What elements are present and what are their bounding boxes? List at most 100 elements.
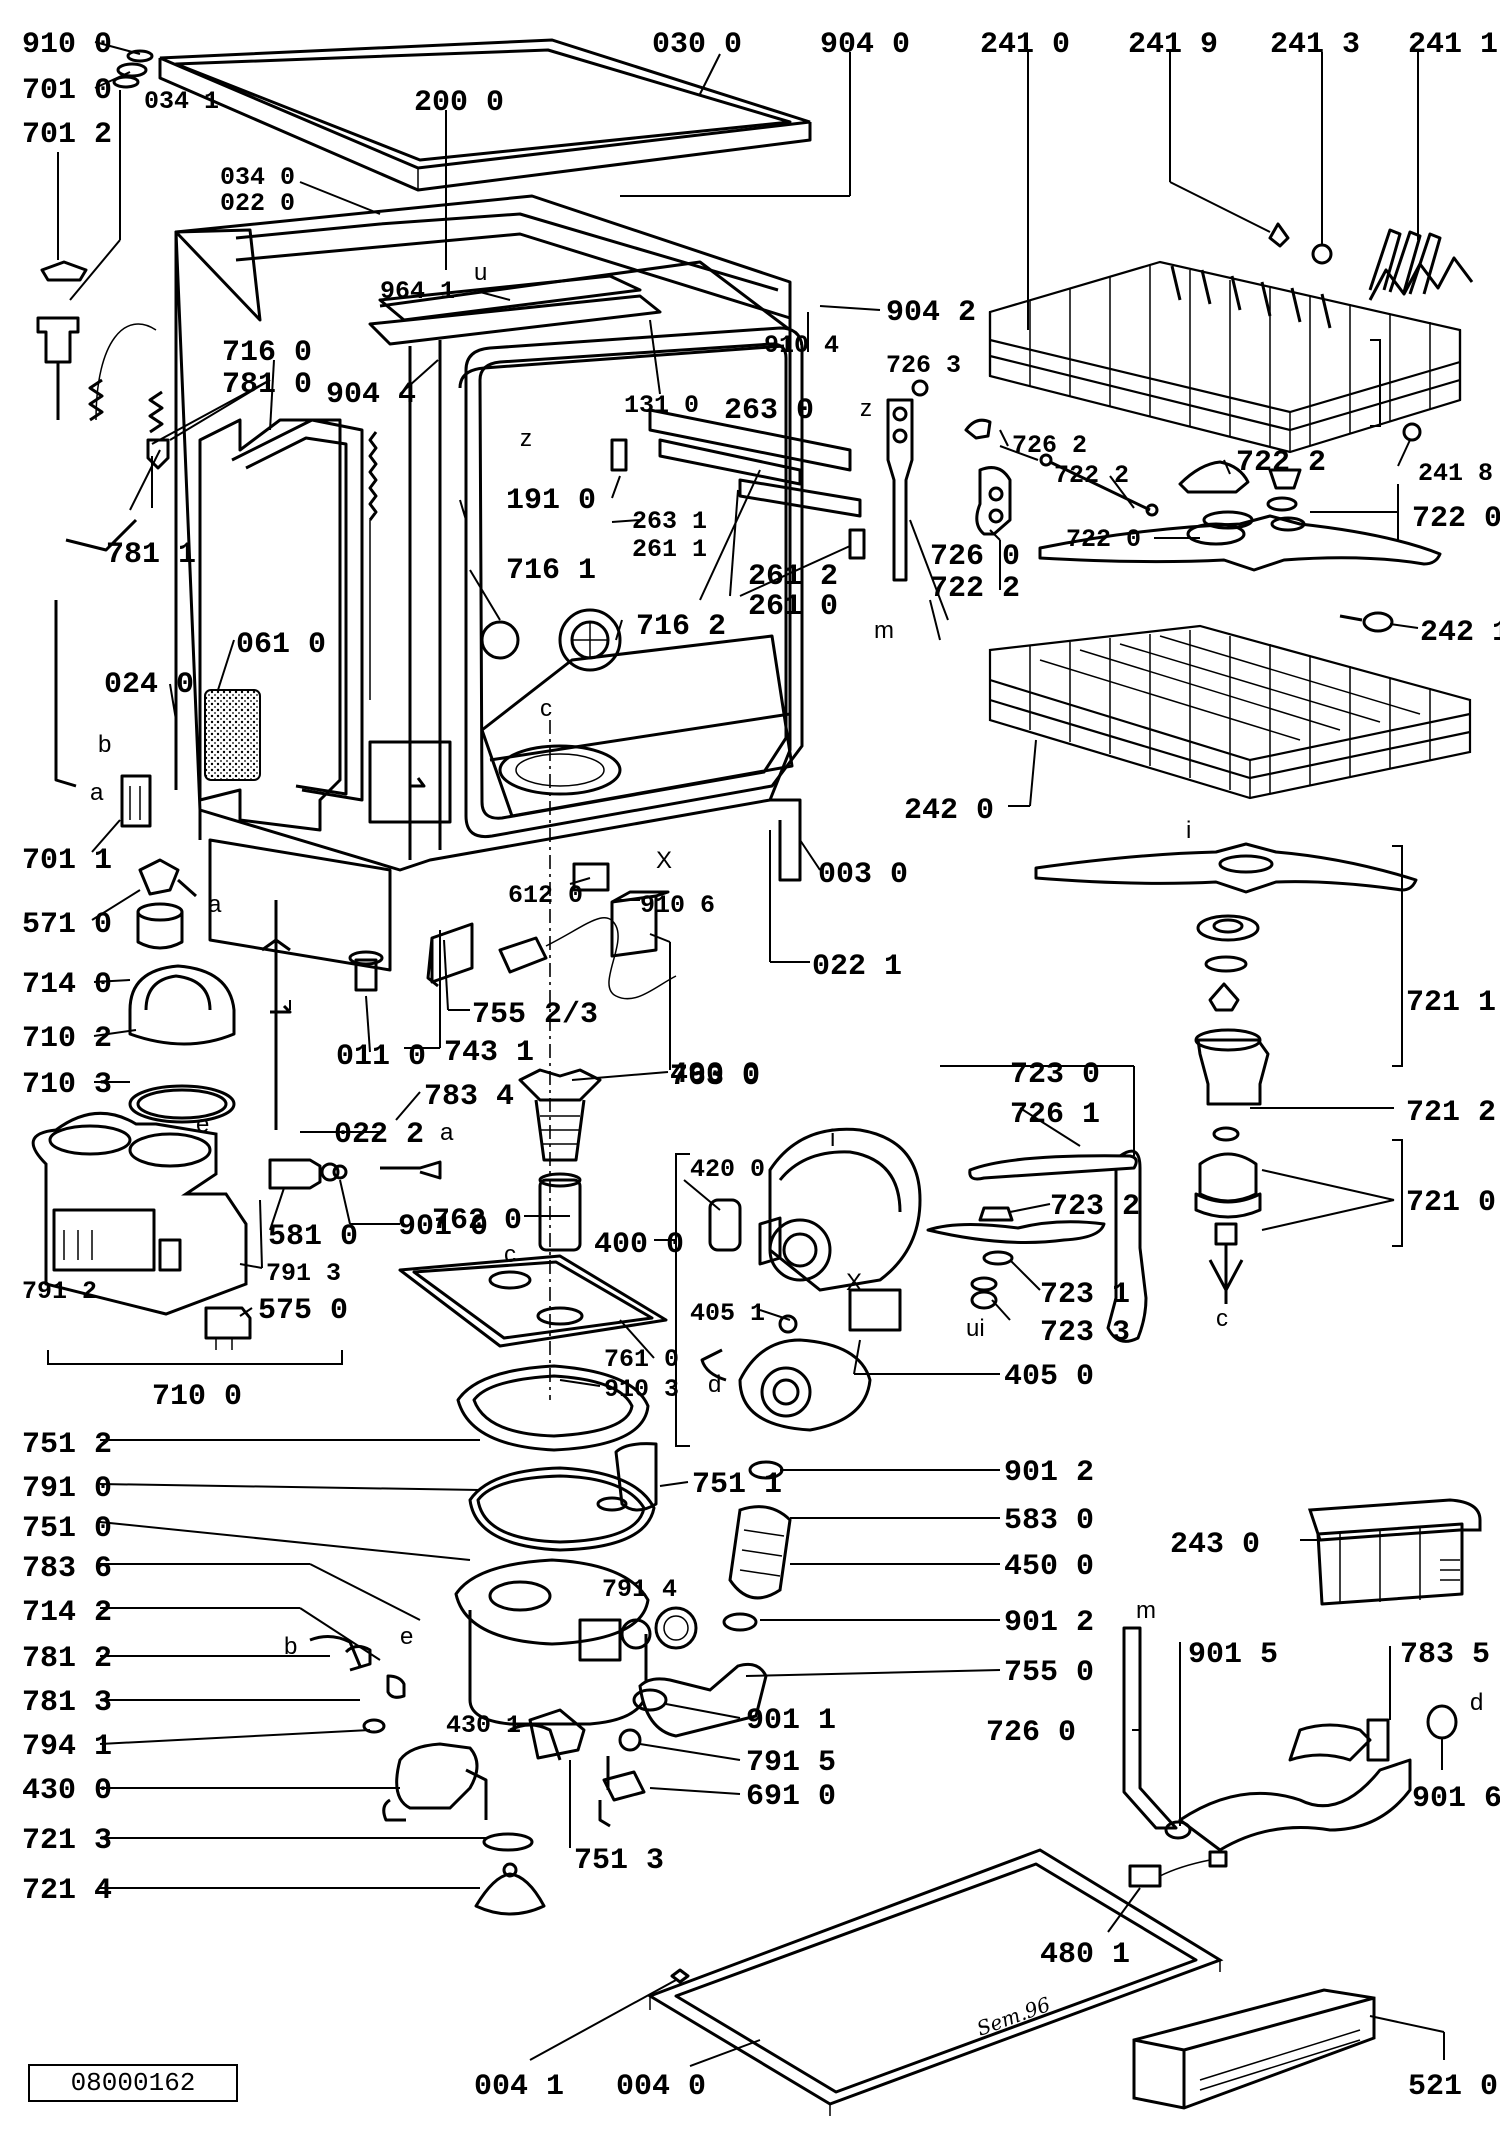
connector-letter-i: i [830, 1125, 835, 1152]
callout-263-0: 263 0 [724, 394, 814, 428]
callout-791-5: 791 5 [746, 1746, 836, 1780]
callout-721-4: 721 4 [22, 1874, 112, 1908]
callout-480-1: 480 1 [1040, 1938, 1130, 1972]
connector-letter-c: c [504, 1241, 516, 1268]
callout-241-1: 241 1 [1408, 28, 1498, 62]
connector-letter-c: c [540, 695, 552, 722]
lower-spray-arm [1034, 842, 1418, 1304]
callout-011-0: 011 0 [336, 1040, 426, 1074]
callout-714-0: 714 0 [22, 968, 112, 1002]
connector-letter-a: a [90, 779, 104, 806]
callout-904-4: 904 4 [326, 378, 416, 412]
callout-004-1: 004 1 [474, 2070, 564, 2104]
callout-242-1: 242 1 [1420, 616, 1500, 650]
callout-904-0: 904 0 [820, 28, 910, 62]
connector-letter-d: d [708, 1371, 721, 1398]
connector-letter-u: u [474, 259, 487, 286]
callout-723-1: 723 1 [1040, 1278, 1130, 1312]
callout-781-3: 781 3 [22, 1686, 112, 1720]
callout-783-5: 783 5 [1400, 1638, 1490, 1672]
callout-743-1: 743 1 [444, 1036, 534, 1070]
callout-755-0: 755 0 [1004, 1656, 1094, 1690]
document-number: 08000162 [70, 2068, 196, 2098]
callout-261-0: 261 0 [748, 590, 838, 624]
connector-letter-e: e [196, 1111, 209, 1138]
callout-242-0: 242 0 [904, 794, 994, 828]
worktop-part [158, 38, 812, 192]
callout-964-1: 964 1 [380, 277, 455, 306]
callout-571-0: 571 0 [22, 908, 112, 942]
callout-751-0: 751 0 [22, 1512, 112, 1546]
connector-letter-x: X [656, 847, 672, 874]
callout-781-2: 781 2 [22, 1642, 112, 1676]
callout-910-6: 910 6 [640, 891, 715, 920]
callout-722-2b: 722 2 [1236, 446, 1326, 480]
callout-261-2: 261 2 [748, 560, 838, 594]
callout-241-8: 241 8 [1418, 459, 1493, 488]
callout-904-2: 904 2 [886, 296, 976, 330]
left-hose-parts [54, 518, 384, 992]
callout-791-2: 791 2 [22, 1277, 97, 1306]
callout-755-2-3: 755 2/3 [472, 998, 598, 1032]
water-softener-parts [31, 902, 442, 1365]
callout-022-1: 022 1 [812, 950, 902, 984]
callout-716-0: 716 0 [222, 336, 312, 370]
callout-581-0: 581 0 [268, 1220, 358, 1254]
callout-783-4: 783 4 [424, 1080, 514, 1114]
callout-721-0: 721 0 [1406, 1186, 1496, 1220]
callout-701-0: 701 0 [22, 74, 112, 108]
callout-791-3: 791 3 [266, 1259, 341, 1288]
callout-781-0: 781 0 [222, 368, 312, 402]
connector-letter-d: d [1470, 1689, 1483, 1716]
tub-cabinet [174, 194, 866, 1400]
callout-901-2a: 901 2 [1004, 1456, 1094, 1490]
callout-261-1: 261 1 [632, 535, 707, 564]
callout-004-0: 004 0 [616, 2070, 706, 2104]
callout-131-0: 131 0 [624, 391, 699, 420]
callout-783-6: 783 6 [22, 1552, 112, 1586]
callout-490-0: 490 0 [670, 1058, 760, 1092]
callout-726-0b: 726 0 [986, 1716, 1076, 1750]
callout-583-0: 583 0 [1004, 1504, 1094, 1538]
connector-letter-a: a [440, 1119, 454, 1146]
cutlery-basket [1307, 1498, 1482, 1606]
callout-726-0a: 726 0 [930, 540, 1020, 574]
callout-430-1: 430 1 [446, 1711, 521, 1740]
upper-basket [988, 222, 1474, 454]
connector-letter-z: z [860, 395, 872, 422]
callout-726-1: 726 1 [1010, 1098, 1100, 1132]
callout-910-4: 910 4 [764, 331, 839, 360]
callout-901-2b: 901 2 [1004, 1606, 1094, 1640]
connector-letter-e: e [400, 1623, 413, 1650]
callout-405-1: 405 1 [690, 1299, 765, 1328]
callout-794-1: 794 1 [22, 1730, 112, 1764]
base-plate [646, 1848, 1376, 2116]
callout-714-2: 714 2 [22, 1596, 112, 1630]
callout-521-0: 521 0 [1408, 2070, 1498, 2104]
document-number-box: 08000162 [28, 2064, 238, 2102]
connector-letter-x: X [846, 1269, 862, 1296]
callout-791-0: 791 0 [22, 1472, 112, 1506]
callout-430-0: 430 0 [22, 1774, 112, 1808]
callout-710-2: 710 2 [22, 1022, 112, 1056]
connector-letters: a b a a e c c X X z z m m u ui d d b e c… [90, 259, 1483, 1716]
callout-612-0: 612 0 [508, 881, 583, 910]
callout-241-3: 241 3 [1270, 28, 1360, 62]
callout-575-0: 575 0 [258, 1294, 348, 1328]
callout-191-0: 191 0 [506, 484, 596, 518]
callout-791-4: 791 4 [602, 1575, 677, 1604]
callout-061-0: 061 0 [236, 628, 326, 662]
connector-letter-z: z [520, 425, 532, 452]
connector-letter-ui: ui [966, 1315, 985, 1342]
callout-716-2: 716 2 [636, 610, 726, 644]
filter-parts [518, 1068, 602, 1252]
callout-722-0b: 722 0 [1412, 502, 1500, 536]
callout-034-0: 034 0 [220, 163, 295, 192]
callout-labels: 910 0 701 0 034 1 701 2 030 0 904 0 241 … [22, 28, 1500, 2104]
callout-263-1: 263 1 [632, 507, 707, 536]
callout-701-1: 701 1 [22, 844, 112, 878]
callout-723-3: 723 3 [1040, 1316, 1130, 1350]
callout-723-2: 723 2 [1050, 1190, 1140, 1224]
electrical-parts [426, 862, 677, 1000]
callout-722-2c: 722 2 [930, 572, 1020, 606]
